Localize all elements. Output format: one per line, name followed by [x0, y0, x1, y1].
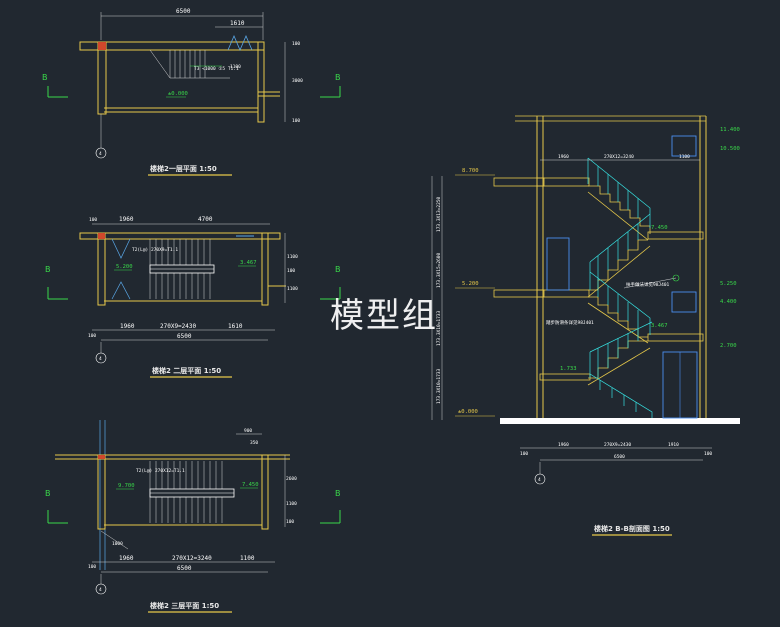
plan2-dim-b4: 1610 [228, 323, 243, 330]
plan2-dim-t3: 4700 [198, 216, 213, 223]
section-dim-top-1: 1960 [558, 154, 569, 160]
section-dim-bottom-1: 100 [520, 451, 528, 457]
section-level-right-5: 4.400 [720, 299, 737, 305]
plan2-dim-t1: 100 [89, 217, 97, 223]
plan3-axis-number: 4 [99, 587, 102, 593]
plan2-dim-t2: 1960 [119, 216, 134, 223]
section-level-right-6: 3.467 [651, 323, 668, 329]
plan2-dim-b5: 6500 [177, 333, 192, 340]
plan3-dim-left: 1000 [112, 541, 123, 547]
section-level-right-2: 10.500 [720, 146, 740, 152]
plan1-dim-r1: 100 [292, 41, 300, 47]
plan1-dim-r3: 3000 [292, 78, 303, 84]
section-axis-number: 4 [538, 477, 541, 483]
plan1-dim-r4: 100 [292, 118, 300, 124]
section-level-left-3: 1.733 [560, 366, 577, 372]
plan3-dim-b1: 100 [88, 564, 96, 570]
section-dim-bottom-3: 270X9=2430 [604, 442, 631, 448]
plan3-section-left: B [45, 489, 51, 498]
plan2-dim-b3: 270X9=2430 [160, 323, 197, 330]
plan-1: 6500 1610 T3 <1000 ①5 T1.1 ±0.000 100 11… [42, 8, 341, 176]
section-dim-left-2: 173.3X15=2600 [436, 252, 442, 288]
section-dim-left-3: 173.3X10=1733 [436, 310, 442, 346]
section-level-left-1: 8.700 [462, 168, 479, 174]
section-level-left-2: 5.200 [462, 281, 479, 287]
plan1-dim-r2: 1100 [230, 64, 241, 70]
section-dim-top-3: 1100 [679, 154, 690, 160]
plan1-axis-number: 4 [99, 151, 102, 157]
plan3-section-right: B [335, 489, 341, 498]
section-dim-bottom-6: 6500 [614, 454, 625, 460]
section-level-right-7: 2.700 [720, 343, 737, 349]
plan2-section-right: B [335, 265, 341, 274]
section-level-right-1: 11.400 [720, 127, 740, 133]
section-level-right-4: 5.250 [720, 281, 737, 287]
plan2-level-b: 3.467 [240, 260, 257, 266]
plan3-dim-r2: 1100 [286, 501, 297, 507]
plan-2: 100 1960 4700 T2(L@) 270X9=T1.1 5.200 3.… [45, 216, 341, 378]
plan3-title: 楼梯2 三层平面 1:50 [150, 601, 219, 610]
plan1-dim-total: 6500 [176, 8, 191, 15]
section-note-handrail: 扶手做法详见98J401 [626, 281, 670, 288]
plan3-dim-b2: 1960 [119, 555, 134, 562]
plan1-level: ±0.000 [168, 91, 188, 97]
plan2-stair-note: T2(L@) 270X9=T1.1 [132, 247, 178, 253]
plan2-dim-r3: 1100 [287, 286, 298, 292]
plan1-title: 楼梯2一层平面 1:50 [150, 164, 217, 173]
section-bb: 1960 270X12=3240 1100 173.3X13=2250 173.… [431, 115, 740, 536]
plan3-dim-b3: 270X12=3240 [172, 555, 212, 562]
plan3-dim-b4: 1100 [240, 555, 255, 562]
plan2-level-a: 5.200 [116, 264, 133, 270]
watermark-text: 模型组 [330, 296, 438, 336]
plan3-level-b: 7.450 [242, 482, 259, 488]
plan3-level-a: 9.700 [118, 483, 135, 489]
plan2-section-left: B [45, 265, 51, 274]
plan2-dim-r2: 100 [287, 268, 295, 274]
plan2-dim-b1: 100 [88, 333, 96, 339]
plan3-dim-t1: 900 [244, 428, 252, 434]
section-dim-left-1: 173.3X13=2250 [436, 196, 442, 232]
plan1-section-left: B [42, 73, 48, 82]
plan3-dim-t2: 350 [250, 440, 258, 446]
section-level-right-3: 7.450 [651, 225, 668, 231]
section-dim-top-2: 270X12=3240 [604, 154, 634, 160]
section-level-left-4: ±0.000 [458, 409, 478, 415]
plan-3: 900 350 T2(L@) 270X12=T1.1 9.700 7.450 2… [45, 420, 341, 613]
section-dim-bottom-5: 100 [704, 451, 712, 457]
plan2-title: 楼梯2 二层平面 1:50 [152, 366, 221, 375]
section-dim-bottom-2: 1960 [558, 442, 569, 448]
plan2-axis-number: 4 [99, 356, 102, 362]
plan3-stair-note: T2(L@) 270X12=T1.1 [136, 468, 185, 474]
section-title: 楼梯2 B-B剖面图 1:50 [594, 524, 670, 533]
plan1-section-right: B [335, 73, 341, 82]
plan3-dim-r1: 2600 [286, 476, 297, 482]
plan3-dim-r3: 100 [286, 519, 294, 525]
plan2-dim-b2: 1960 [120, 323, 135, 330]
section-dim-left-4: 173.3X10=1733 [436, 368, 442, 404]
plan2-dim-r1: 1100 [287, 254, 298, 260]
plan1-dim-part: 1610 [230, 20, 245, 27]
section-note-nosing: 踏步防滑条详见98J401 [546, 319, 594, 326]
plan3-dim-b5: 6500 [177, 565, 192, 572]
plan1-stair-note: T3 <1000 ①5 T1.1 [194, 66, 239, 72]
section-dim-bottom-4: 1910 [668, 442, 679, 448]
